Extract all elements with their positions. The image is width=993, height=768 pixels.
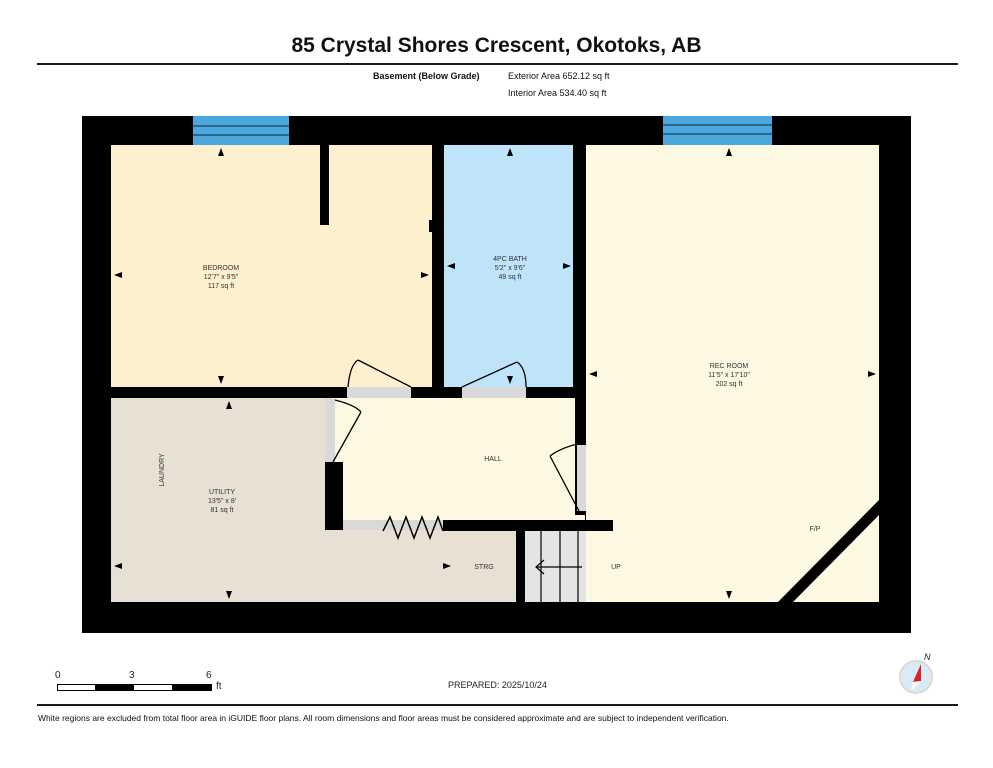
- bedroom-dims: 12'7" x 9'5": [204, 274, 239, 281]
- stairs: [524, 530, 586, 602]
- room-hall: [335, 398, 585, 520]
- utility-door-opening: [325, 398, 335, 462]
- scale-tick-6: 6: [206, 670, 212, 681]
- bath-door-opening: [462, 387, 526, 398]
- footer-divider: [37, 704, 958, 706]
- stair-treads: [535, 530, 582, 602]
- utility-dims: 13'5" x 8': [208, 498, 236, 505]
- utility-name: UTILITY: [209, 489, 235, 496]
- compass-north-label: N: [924, 652, 931, 662]
- rec-name: REC ROOM: [710, 363, 749, 370]
- prepared-date: PREPARED: 2025/10/24: [448, 680, 547, 690]
- wall: [575, 225, 586, 515]
- page-title: 85 Crystal Shores Crescent, Okotoks, AB: [291, 34, 702, 57]
- fireplace-wall: [778, 500, 879, 602]
- rec-dims: 11'5" x 17'10": [708, 372, 750, 379]
- room-bedroom: [111, 145, 432, 387]
- bath-name: 4PC BATH: [493, 256, 527, 263]
- hall-name: HALL: [484, 456, 502, 463]
- wall: [443, 520, 613, 531]
- scale-tick-0: 0: [55, 670, 61, 681]
- wall: [516, 530, 525, 602]
- bedroom-name: BEDROOM: [203, 265, 239, 272]
- wall: [432, 145, 444, 398]
- door-swings: [332, 359, 583, 514]
- storage-label: STRG: [474, 564, 493, 571]
- floor-level-label: Basement (Below Grade): [373, 71, 480, 81]
- window-bedroom: [193, 116, 289, 145]
- bedroom-door-opening: [347, 387, 411, 398]
- fireplace-label: F/P: [810, 526, 821, 533]
- scale-unit: ft: [216, 681, 222, 692]
- bath-dims: 5'2" x 9'6": [495, 265, 526, 272]
- rec-door-opening: [577, 445, 586, 511]
- exterior-area: Exterior Area 652.12 sq ft: [508, 71, 610, 81]
- room-bath: [444, 145, 573, 387]
- interior-area: Interior Area 534.40 sq ft: [508, 88, 607, 98]
- header-divider: [37, 63, 958, 65]
- scale-tick-3: 3: [129, 670, 135, 681]
- bath-area: 49 sq ft: [499, 274, 522, 281]
- rec-area: 202 sq ft: [716, 381, 743, 388]
- wall: [429, 220, 435, 232]
- disclaimer: White regions are excluded from total fl…: [38, 713, 729, 723]
- window-rec: [663, 116, 772, 145]
- laundry-label: LAUNDRY: [159, 453, 166, 487]
- zigzag-opening: [382, 514, 444, 541]
- scale-bar-track: [57, 684, 212, 691]
- wall: [325, 462, 343, 530]
- stairs-up-label: UP: [611, 564, 621, 571]
- dimension-arrows: [114, 148, 876, 599]
- wall: [320, 145, 329, 225]
- wall: [573, 145, 586, 225]
- utility-area: 81 sq ft: [211, 507, 234, 514]
- bedroom-area: 117 sq ft: [208, 283, 234, 290]
- compass-icon: [899, 660, 933, 694]
- room-rec: [586, 145, 879, 602]
